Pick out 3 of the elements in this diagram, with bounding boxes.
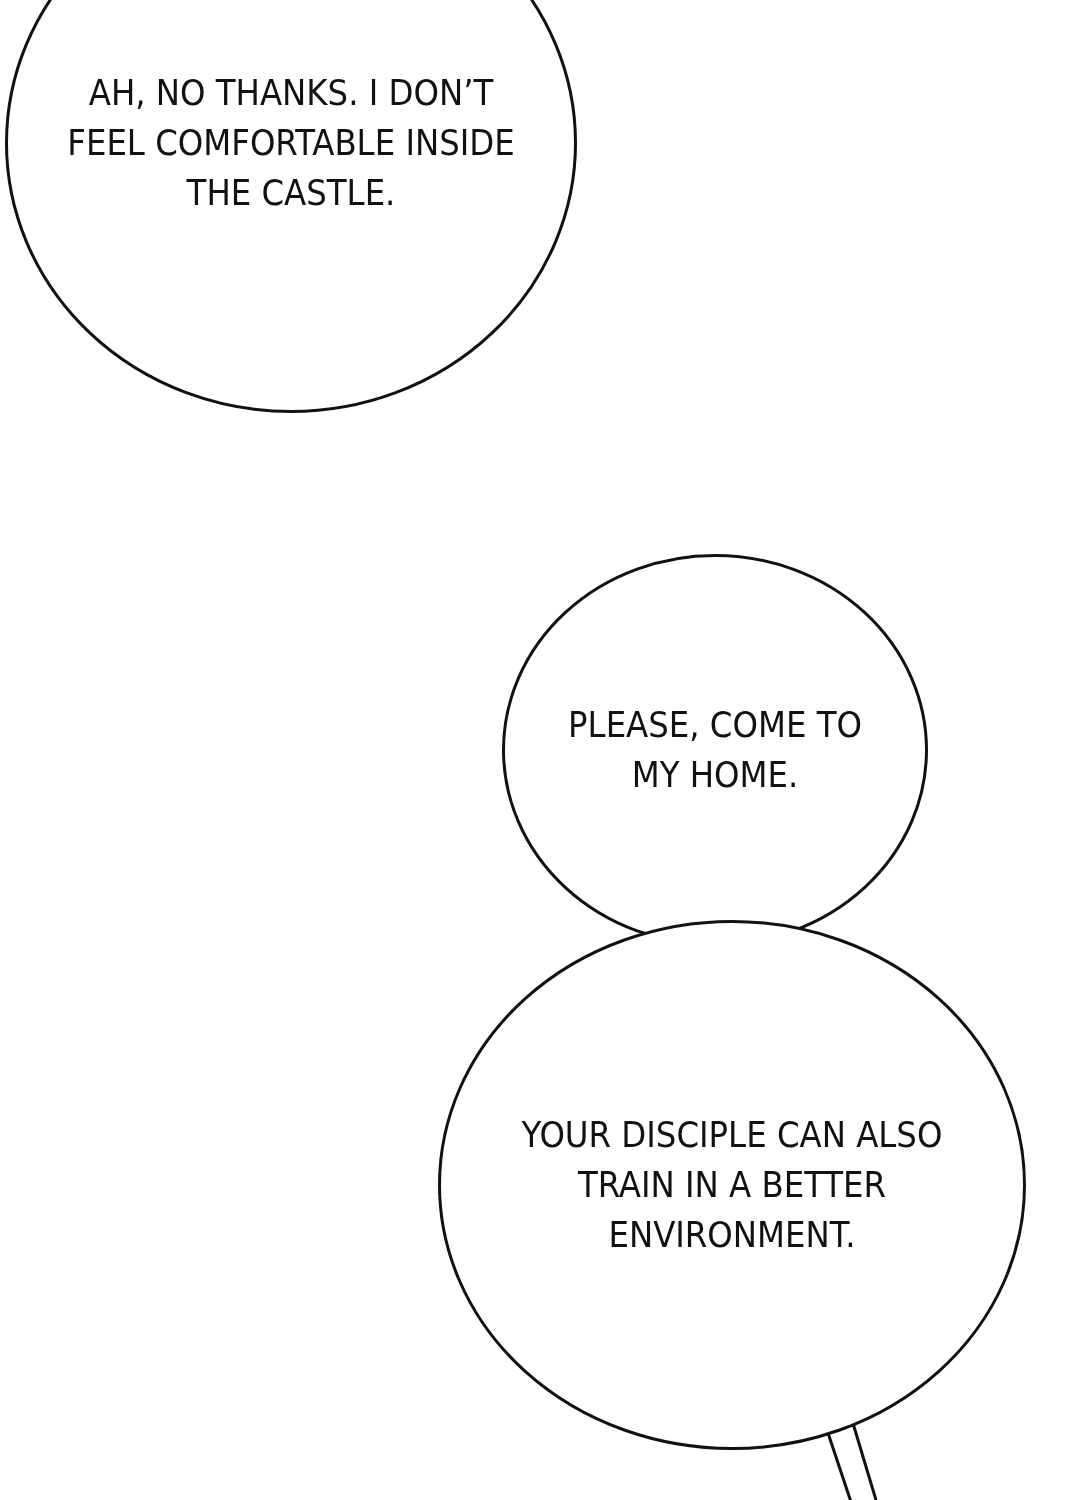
speech-text: PLEASE, COME TO MY HOME. xyxy=(567,703,863,797)
speech-text: YOUR DISCIPLE CAN ALSO TRAIN IN A BETTER ENVIRONMENT. xyxy=(520,1113,944,1257)
speech-text: AH, NO THANKS. I DON’T FEEL COMFORTABLE INSIDE THE CASTLE. xyxy=(66,71,516,215)
